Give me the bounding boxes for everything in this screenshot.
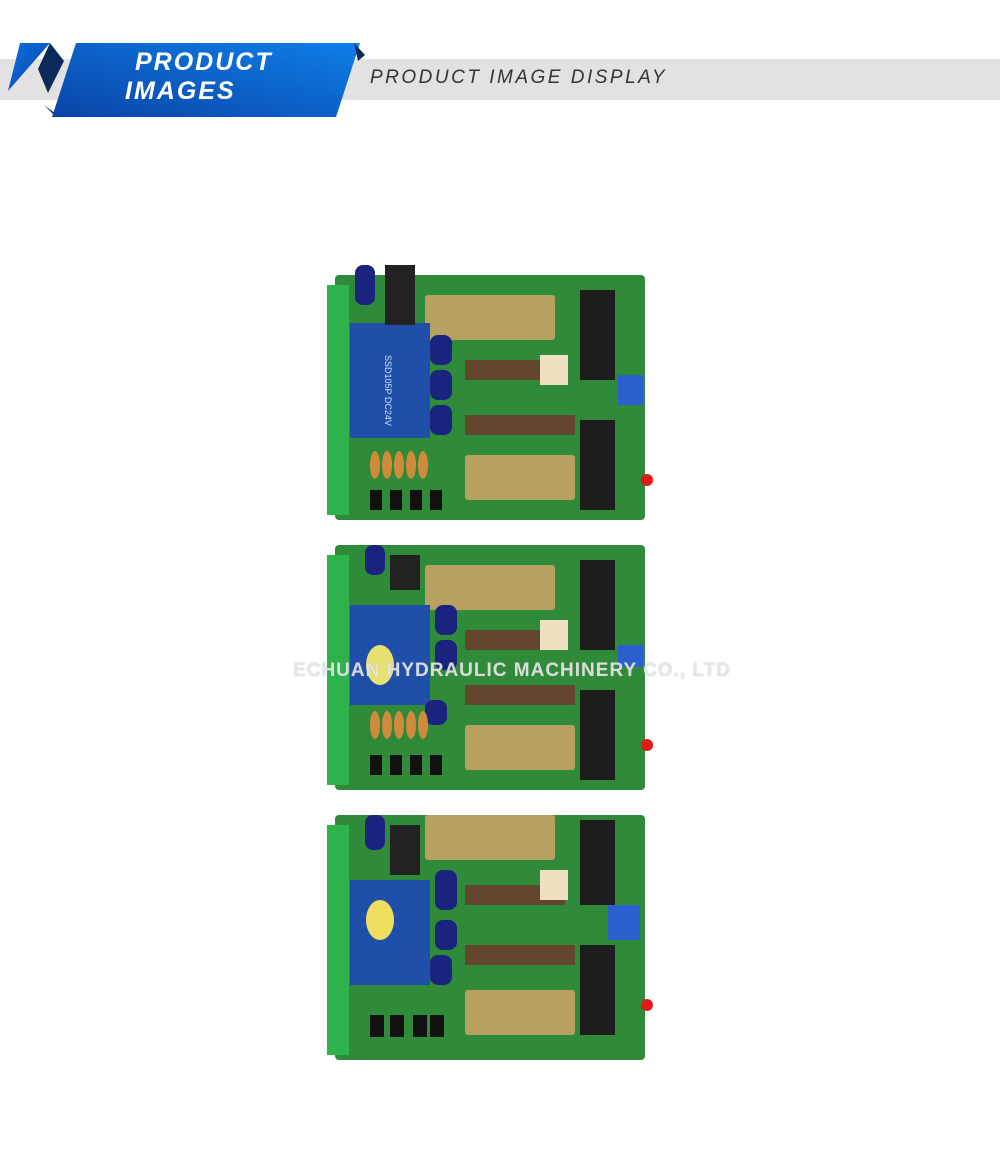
svg-text:SSD105P DC24V: SSD105P DC24V — [383, 355, 393, 426]
section-title: PRODUCT IMAGES — [125, 48, 345, 106]
section-subtitle: PRODUCT IMAGE DISPLAY — [370, 67, 668, 88]
watermark-text: ECHUAN HYDRAULIC MACHINERY CO., LTD — [293, 660, 731, 681]
title-line-1: PRODUCT — [135, 48, 273, 76]
product-photo: SSD105P DC24V — [327, 265, 653, 1060]
pcb-board-1: SSD105P DC24V — [327, 265, 653, 520]
section-header: PRODUCT IMAGES PRODUCT IMAGE DISPLAY — [0, 0, 1000, 140]
pcb-board-2 — [327, 545, 653, 790]
title-ribbon — [44, 43, 365, 117]
pcb-board-3 — [327, 815, 653, 1060]
title-line-2: IMAGES — [125, 77, 236, 105]
ribbon-fold-icon — [8, 43, 64, 93]
